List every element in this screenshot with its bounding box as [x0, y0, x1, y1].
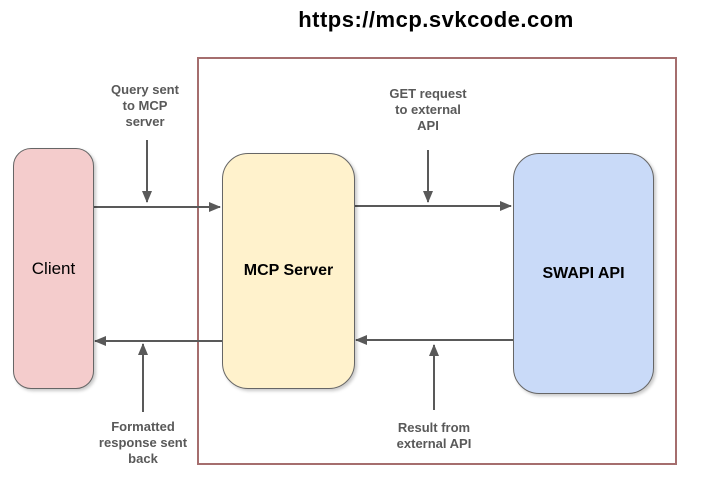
node-swapi-api-label: SWAPI API — [542, 264, 625, 282]
node-client-label: Client — [31, 258, 76, 278]
edge-label-result-from-api: Result from external API — [396, 420, 472, 451]
diagram-title: https://mcp.svkcode.com — [298, 7, 574, 32]
node-mcp-server: MCP Server — [222, 153, 355, 389]
node-mcp-server-label: MCP Server — [243, 262, 334, 279]
node-client: Client — [13, 148, 94, 389]
edge-label-formatted-response: Formatted response sent back — [98, 419, 188, 466]
node-swapi-api: SWAPI API — [513, 153, 654, 394]
mcp-server-boundary-box — [197, 57, 677, 465]
edge-label-query-sent: Query sent to MCP server — [111, 82, 179, 129]
edge-label-get-request: GET request to external API — [389, 86, 467, 133]
